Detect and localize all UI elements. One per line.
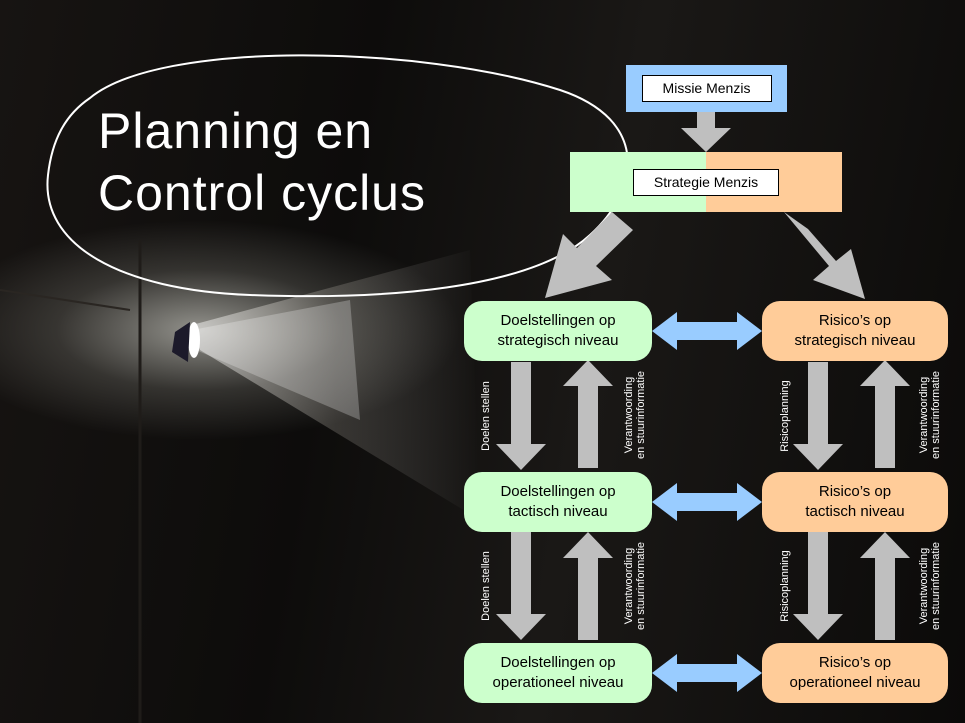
arrow-goals-up-2 [563, 532, 613, 640]
label-risks-up-2: Verantwoording en stuurinformatie [918, 531, 942, 641]
label-goals-up-1: Verantwoording en stuurinformatie [623, 360, 647, 470]
label-goals-up-2-line1: Verantwoording [623, 547, 635, 625]
arrow-risks-down-2 [793, 532, 843, 640]
spotlight-lamp [188, 322, 200, 358]
goal-tactical-line1: Doelstellingen op [500, 483, 616, 500]
arrow-goals-up-1 [563, 360, 613, 468]
double-arrow-strategic [652, 312, 762, 350]
risk-tactical-line2: tactisch niveau [805, 503, 905, 520]
label-risks-up-1-line1: Verantwoording [918, 376, 930, 454]
label-goals-up-1-line2: en stuurinformatie [635, 370, 647, 460]
risk-strategic-line1: Risico’s op [818, 312, 892, 329]
label-goals-up-1-line1: Verantwoording [623, 376, 635, 454]
arrow-goals-down-1 [496, 362, 546, 470]
title-line-1: Planning en [98, 103, 374, 159]
risk-box-tactical: Risico’s op tactisch niveau [762, 472, 948, 532]
risk-operational-line1: Risico’s op [818, 654, 892, 671]
stage-line [0, 289, 131, 311]
label-goals-up-2-line2: en stuurinformatie [635, 541, 647, 631]
goal-tactical-line2: tactisch niveau [508, 503, 608, 520]
risk-tactical-line1: Risico’s op [818, 483, 892, 500]
arrow-strategy-to-risks [784, 212, 865, 299]
label-risks-up-1-line2: en stuurinformatie [930, 370, 942, 460]
risk-operational-line2: operationeel niveau [789, 674, 921, 691]
arrow-strategy-to-goals [545, 212, 633, 298]
strategy-box: Strategie Menzis [570, 152, 842, 212]
goal-strategic-line1: Doelstellingen op [500, 312, 616, 329]
title-line-2: Control cyclus [98, 165, 426, 221]
mission-box: Missie Menzis [626, 65, 787, 112]
label-risks-up-1: Verantwoording en stuurinformatie [918, 360, 942, 470]
risk-box-strategic: Risico’s op strategisch niveau [762, 301, 948, 361]
page-title: Planning en Control cyclus [98, 100, 426, 224]
double-arrow-operational [652, 654, 762, 692]
label-risks-down-2: Risicoplanning [779, 550, 791, 622]
label-risks-down-1: Risicoplanning [779, 380, 791, 452]
goal-operational-line2: operationeel niveau [492, 674, 624, 691]
arrow-risks-up-1 [860, 360, 910, 468]
strategy-label: Strategie Menzis [633, 168, 779, 196]
double-arrow-tactical [652, 483, 762, 521]
light-beam-core [192, 300, 360, 420]
arrow-risks-down-1 [793, 362, 843, 470]
arrow-risks-up-2 [860, 532, 910, 640]
goal-box-strategic: Doelstellingen op strategisch niveau [464, 301, 652, 361]
goal-box-tactical: Doelstellingen op tactisch niveau [464, 472, 652, 532]
risk-strategic-line2: strategisch niveau [794, 332, 916, 349]
goal-operational-line1: Doelstellingen op [500, 654, 616, 671]
light-beam [192, 250, 480, 520]
label-goals-up-2: Verantwoording en stuurinformatie [623, 531, 647, 641]
spotlight-housing [172, 322, 190, 362]
goal-box-operational: Doelstellingen op operationeel niveau [464, 643, 652, 703]
arrow-mission-to-strategy [681, 112, 731, 152]
label-risks-up-2-line1: Verantwoording [918, 547, 930, 625]
risk-box-operational: Risico’s op operationeel niveau [762, 643, 948, 703]
label-goals-down-2: Doelen stellen [480, 551, 492, 621]
mission-label: Missie Menzis [641, 75, 772, 102]
label-goals-down-1: Doelen stellen [480, 381, 492, 451]
goal-strategic-line2: strategisch niveau [497, 332, 619, 349]
arrow-goals-down-2 [496, 532, 546, 640]
label-risks-up-2-line2: en stuurinformatie [930, 541, 942, 631]
